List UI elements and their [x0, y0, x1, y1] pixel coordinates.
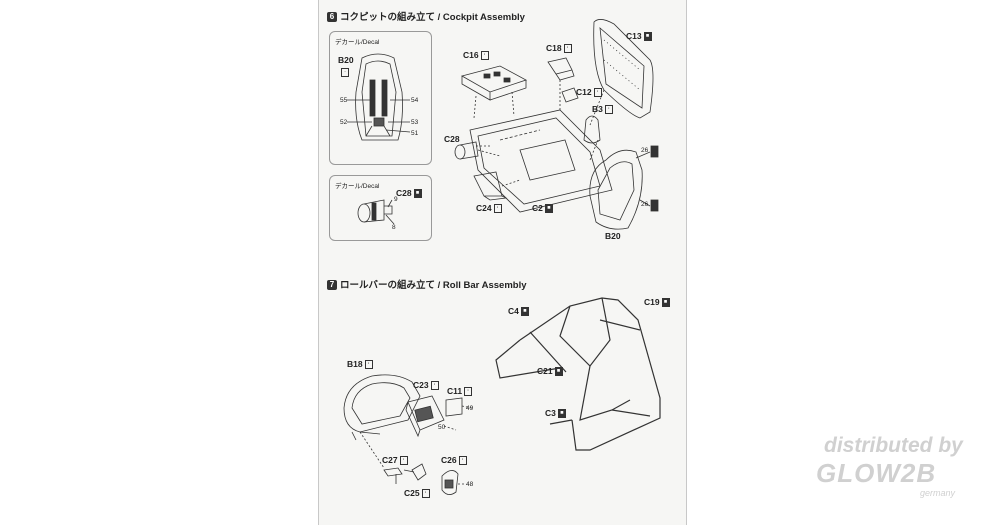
- c25-part-drawing: [411, 463, 427, 481]
- c16-panel-drawing: [460, 65, 528, 119]
- c18-part-drawing: [547, 57, 575, 81]
- part-label-c4: C4■: [508, 306, 529, 317]
- decal-number: 54: [411, 97, 419, 104]
- part-label-c25: C25·: [404, 488, 430, 499]
- b20-seat-drawing: [589, 139, 659, 230]
- decal-part-label: B20: [338, 55, 354, 65]
- part-label-c13: C13■: [626, 31, 652, 42]
- b3-part-drawing: [583, 115, 601, 144]
- decal-part-label: C28■: [396, 188, 422, 199]
- rollbar-drawing: [495, 297, 661, 451]
- part-label-c2: C2■: [532, 203, 553, 214]
- part-label-b20: B20: [605, 231, 621, 241]
- part-label-c3: C3■: [545, 408, 566, 419]
- part-label-c23: C23·: [413, 380, 439, 391]
- decal-number: 53: [411, 119, 419, 126]
- part-label-c28: C28: [444, 134, 460, 144]
- c26-part-drawing: [441, 470, 459, 495]
- c28-bottle-drawing: [454, 141, 501, 160]
- part-label-c12: C12·: [576, 87, 602, 98]
- c13-panel-drawing: [589, 19, 654, 126]
- c23-part-drawing: [405, 395, 445, 438]
- c24-part-drawing: [473, 171, 508, 201]
- watermark-glow2b: GLOW2B: [816, 458, 937, 488]
- decal-box-seat: [329, 31, 432, 165]
- decal-bottle-drawing: [357, 199, 395, 225]
- part-number: 50: [438, 424, 446, 431]
- watermark-distributed-by: distributed by: [824, 434, 963, 457]
- step-title: コクピットの組み立て / Cockpit Assembly: [340, 12, 525, 23]
- qty-icon: ·: [339, 68, 349, 77]
- step-number: 6: [327, 12, 337, 23]
- b18-door-drawing: [343, 374, 421, 441]
- belt-number: 26: [641, 201, 649, 208]
- part-label-c27: C27·: [382, 455, 408, 466]
- part-label-c16: C16·: [463, 50, 489, 61]
- part-label-c26: C26·: [441, 455, 467, 466]
- decal-number: 52: [340, 119, 348, 126]
- decal-seat-drawing: [347, 53, 411, 141]
- part-label-b18: B18·: [347, 359, 373, 370]
- decal-number: 51: [411, 130, 419, 137]
- cockpit-floor-drawing: [469, 109, 613, 213]
- part-label-c18: C18·: [546, 43, 572, 54]
- decal-number: 55: [340, 97, 348, 104]
- part-label-c21: C21■: [537, 366, 563, 377]
- decal-label: デカール/Decal: [335, 39, 380, 46]
- decal-label: デカール/Decal: [335, 183, 380, 190]
- decal-number: 9: [394, 196, 398, 203]
- c27-part-drawing: [383, 467, 415, 484]
- watermark-germany: germany: [920, 488, 956, 498]
- part-label-c19: C19■: [644, 297, 670, 308]
- part-number: 48: [466, 481, 474, 488]
- belt-number: 26: [641, 147, 649, 154]
- c12-part-drawing: [561, 87, 579, 103]
- decal-number: 8: [392, 224, 396, 231]
- step-title: ロールバーの組み立て / Roll Bar Assembly: [340, 280, 527, 291]
- decal-box-bottle: [329, 175, 432, 241]
- step-number: 7: [327, 280, 337, 291]
- part-label-b3: B3·: [592, 104, 613, 115]
- part-label-c24: C24·: [476, 203, 502, 214]
- part-label-c11: C11·: [447, 386, 473, 397]
- c11-part-drawing: [445, 397, 463, 417]
- part-number: 49: [466, 405, 474, 412]
